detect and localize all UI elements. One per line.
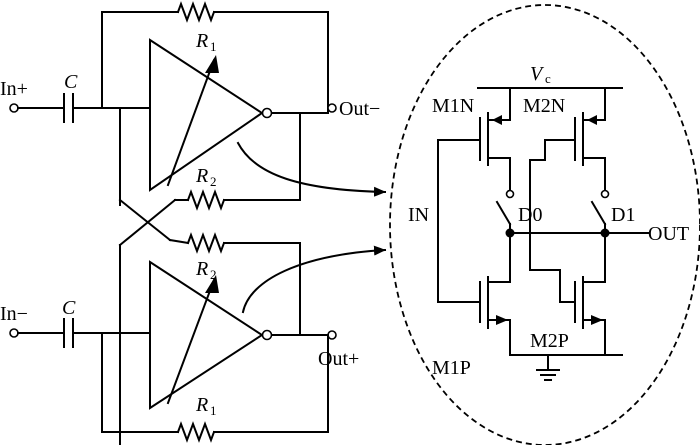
- label-r1-top: R: [195, 30, 208, 52]
- switch-d0: [495, 200, 512, 226]
- label-m1n: M1N: [432, 95, 474, 117]
- inverter-bubble-top: [261, 107, 273, 119]
- amplifier-triangle-top: [149, 38, 264, 192]
- out-plus-terminal: [327, 330, 337, 340]
- label-cap-top: C: [64, 71, 78, 93]
- label-out-minus: Out−: [339, 98, 380, 120]
- in-minus-terminal: [9, 328, 19, 338]
- zoom-arrow-bottom: [241, 245, 387, 314]
- inverter-bubble-bottom: [261, 329, 273, 341]
- label-d0: D0: [518, 204, 542, 226]
- variable-arrow-top: [166, 58, 216, 187]
- amplifier-triangle-bottom: [149, 260, 264, 410]
- transistor-circuit: [437, 87, 649, 381]
- label-r2-lower: R: [195, 258, 208, 280]
- label-r1-top-sub: 1: [210, 39, 217, 54]
- top-amplifier: [9, 1, 337, 201]
- label-d1: D1: [611, 204, 635, 226]
- resistor-r1-top: [176, 1, 216, 23]
- resistor-r1-bottom: [176, 421, 216, 443]
- label-r1-bottom: R: [195, 394, 208, 416]
- label-m2p: M2P: [530, 330, 569, 352]
- cross-coupling: [118, 189, 301, 445]
- zoom-ellipse: [389, 4, 700, 445]
- label-out-plus: Out+: [318, 348, 359, 370]
- in-plus-terminal: [9, 103, 19, 113]
- bottom-amplifier: [9, 242, 337, 443]
- node-d0: [505, 228, 515, 238]
- label-r1-bottom-sub: 1: [210, 403, 217, 418]
- variable-arrow-bottom: [166, 278, 216, 405]
- label-in-plus: In+: [0, 78, 28, 100]
- switch-d1: [590, 200, 607, 226]
- resistor-r2-lower: [186, 232, 226, 254]
- label-in-minus: In−: [0, 303, 28, 325]
- label-r2-lower-sub: 2: [210, 267, 217, 282]
- label-out: OUT: [648, 223, 689, 245]
- out-minus-terminal: [327, 103, 337, 113]
- label-cap-bottom: C: [62, 297, 76, 319]
- label-r2-upper: R: [195, 165, 208, 187]
- label-in: IN: [408, 204, 429, 226]
- node-d1: [600, 228, 610, 238]
- label-r2-upper-sub: 2: [210, 174, 217, 189]
- label-vc-sub: c: [545, 71, 551, 86]
- resistor-r2-upper: [186, 189, 226, 211]
- label-m1p: M1P: [432, 357, 471, 379]
- label-vc: V: [530, 63, 545, 85]
- zoom-arrow-top: [236, 141, 387, 197]
- label-m2n: M2N: [523, 95, 565, 117]
